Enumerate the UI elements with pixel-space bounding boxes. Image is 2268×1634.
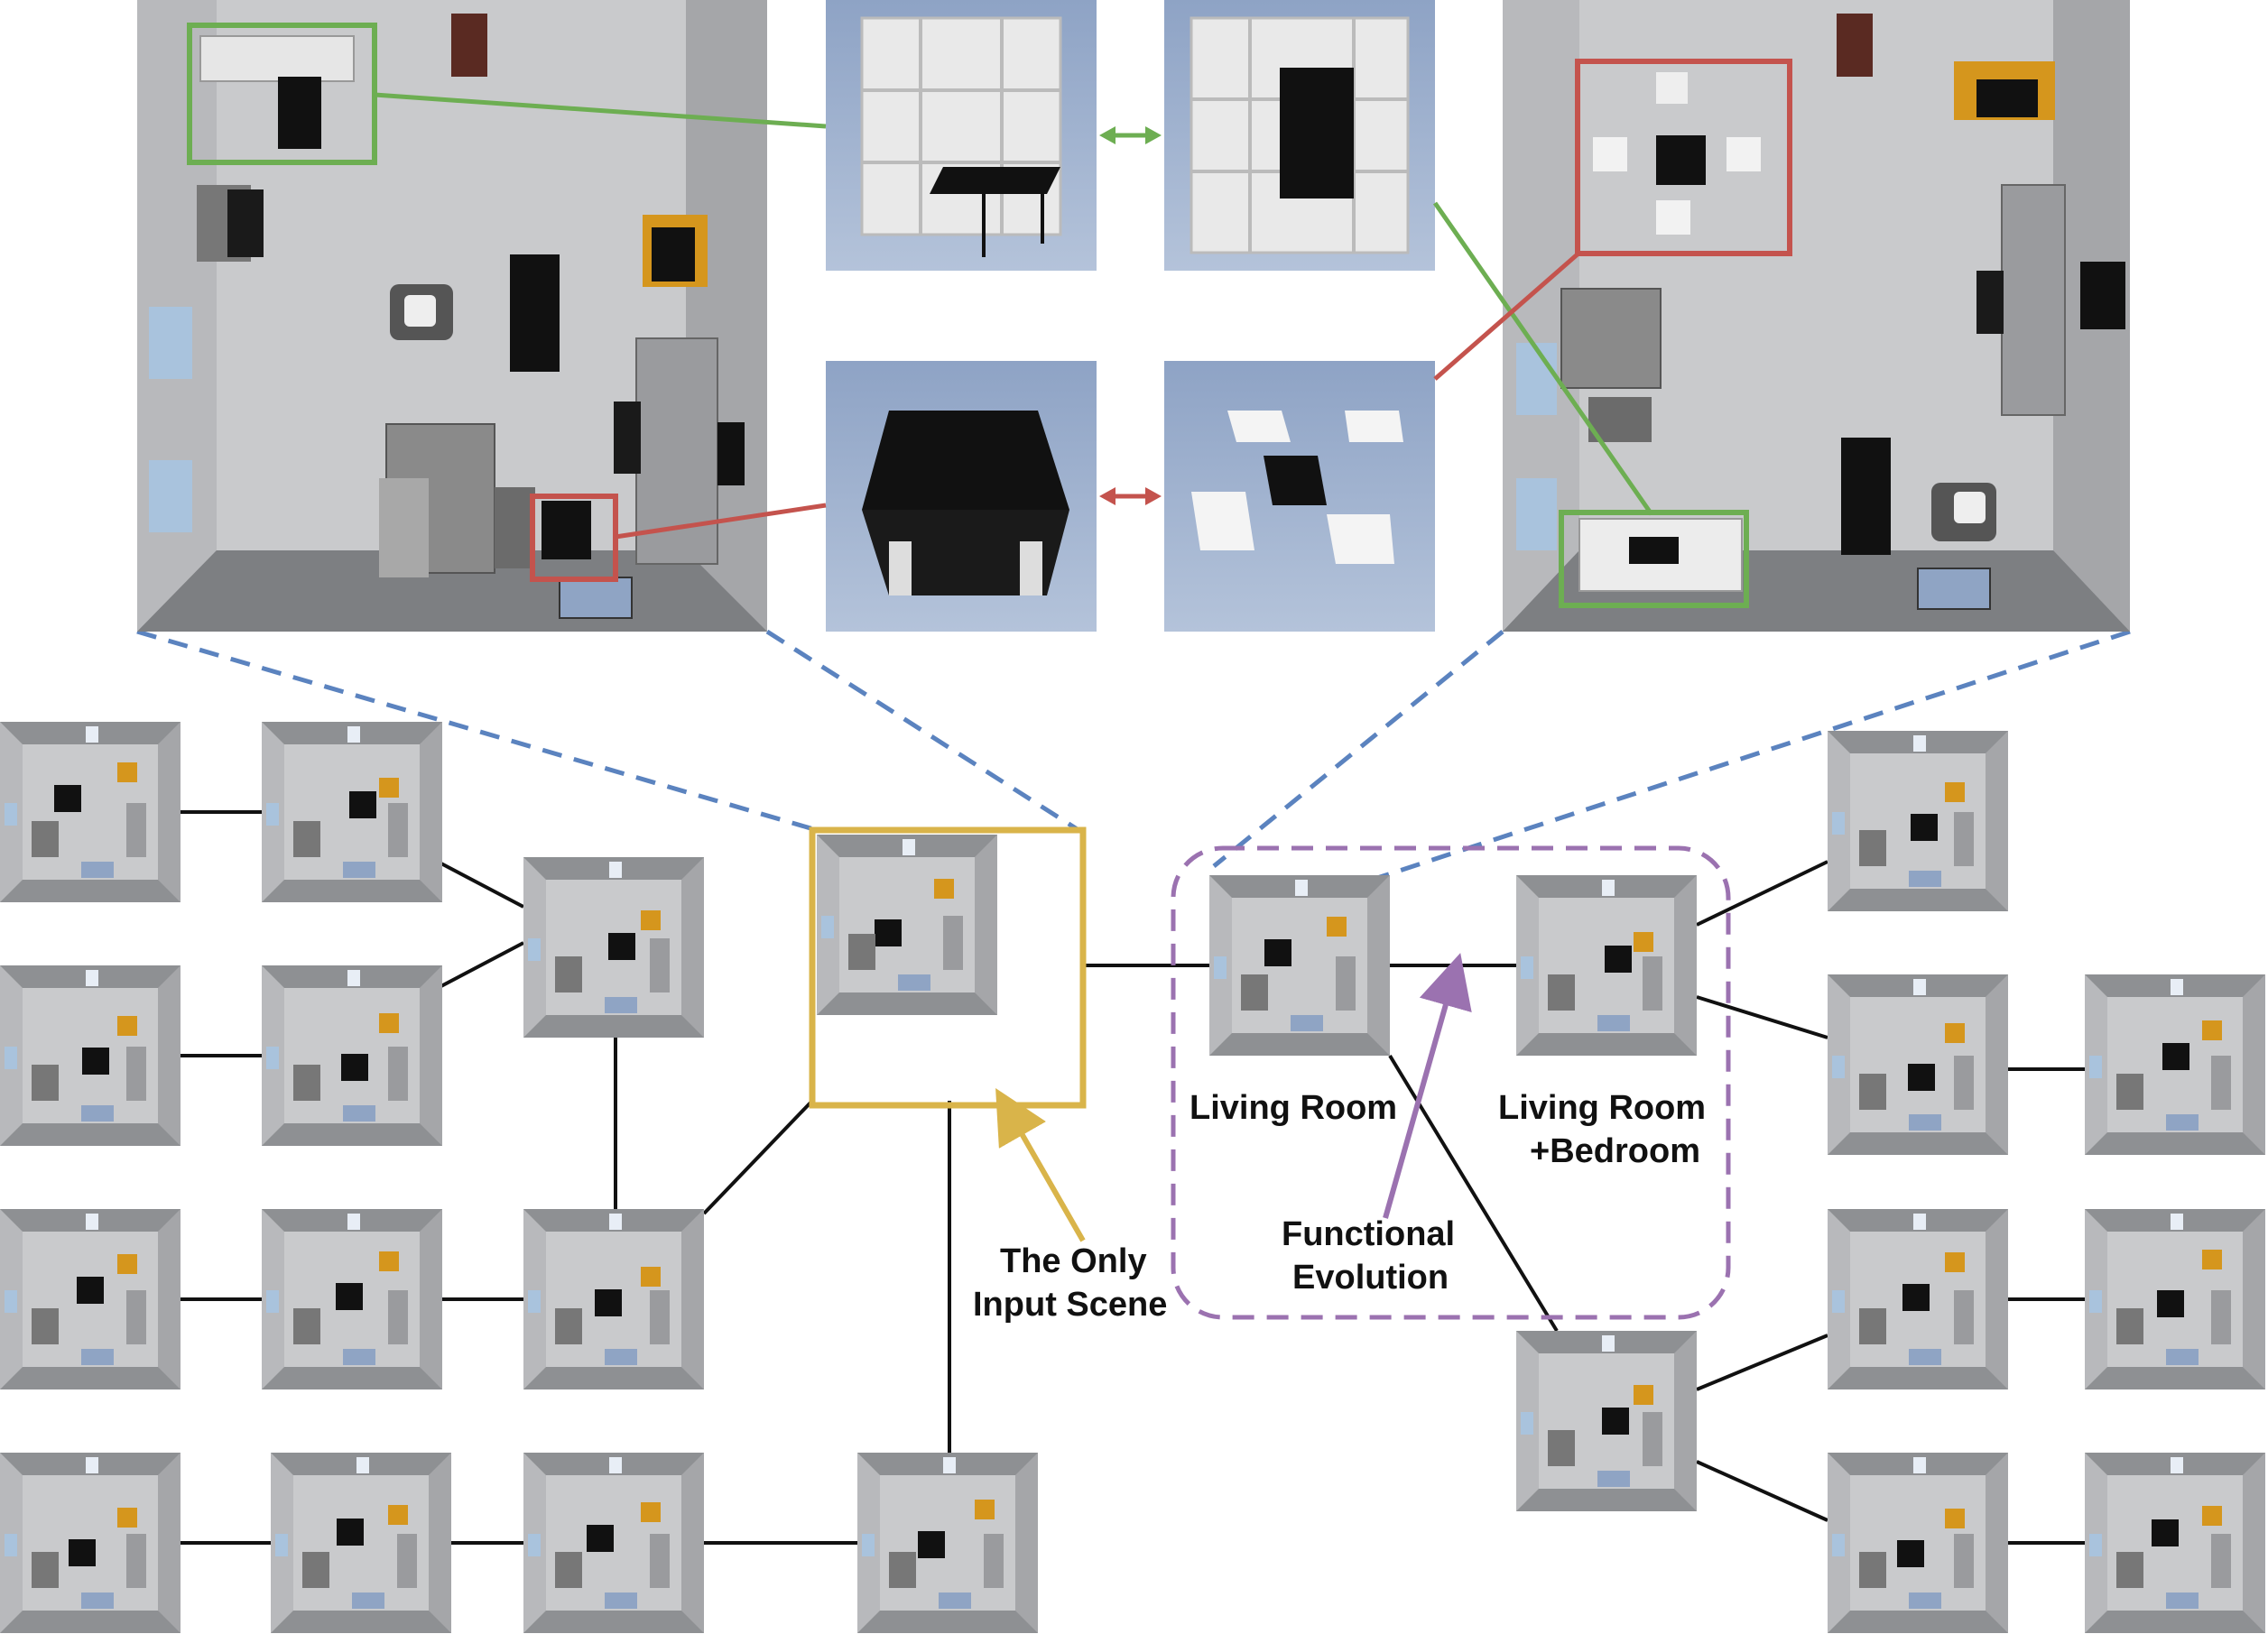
input-scene-highlight bbox=[809, 826, 1087, 1109]
label-functional-1: Functional bbox=[1282, 1215, 1455, 1253]
dining-set-object bbox=[1656, 72, 1688, 104]
scene-thumbnail bbox=[271, 1453, 451, 1633]
scene-thumbnail bbox=[1516, 1331, 1697, 1511]
scene-thumbnail bbox=[2085, 1453, 2265, 1633]
scene-thumbnail bbox=[1828, 1453, 2008, 1633]
functional-evolution-group bbox=[1171, 845, 1731, 1320]
green-highlight-box bbox=[187, 23, 377, 165]
scene-thumbnail bbox=[1828, 731, 2008, 911]
red-highlight-box bbox=[1575, 59, 1792, 256]
cabinet-object bbox=[510, 254, 560, 372]
wall-tv-object bbox=[717, 422, 745, 485]
scene-thumbnail bbox=[262, 1209, 442, 1389]
object-panels bbox=[826, 0, 1435, 632]
kitchen-counter-object bbox=[2001, 184, 2066, 416]
green-highlight-box bbox=[1559, 510, 1749, 608]
scene-thumbnail bbox=[1828, 1209, 2008, 1389]
scene-thumbnail bbox=[262, 965, 442, 1146]
scene-thumbnail bbox=[1209, 875, 1390, 1056]
label-living-room: Living Room bbox=[1190, 1089, 1397, 1127]
zoom-connector-lines bbox=[136, 629, 2131, 882]
evolution-arrow bbox=[1383, 953, 1472, 1219]
scene-thumbnail bbox=[817, 835, 997, 1015]
label-only-input-1: The Only bbox=[1000, 1242, 1147, 1280]
scene-thumbnail bbox=[857, 1453, 1038, 1633]
scene-thumbnail bbox=[1516, 875, 1697, 1056]
input-scene-enlarged bbox=[137, 0, 767, 632]
bookshelf-desk-object bbox=[199, 35, 355, 82]
scene-thumbnail bbox=[0, 1453, 181, 1633]
red-highlight-box bbox=[530, 494, 618, 582]
window-object bbox=[149, 307, 192, 379]
fridge-bed-object bbox=[1560, 288, 1662, 389]
scene-thumbnail bbox=[0, 1209, 181, 1389]
evolved-scene-enlarged bbox=[1503, 0, 2130, 632]
input-arrow bbox=[995, 1087, 1086, 1242]
label-living-room-bedroom-2: +Bedroom bbox=[1530, 1132, 1700, 1170]
scene-thumbnail bbox=[0, 722, 181, 902]
scene-thumbnail bbox=[0, 965, 181, 1146]
label-functional-2: Evolution bbox=[1292, 1259, 1449, 1297]
label-only-input-2: Input Scene bbox=[973, 1286, 1167, 1324]
scene-thumbnail bbox=[2085, 1209, 2265, 1389]
scene-thumbnails bbox=[0, 722, 2265, 1633]
match-connectors bbox=[374, 92, 1654, 540]
scene-graph-edges bbox=[179, 810, 2085, 1545]
scene-thumbnail bbox=[262, 722, 442, 902]
scene-thumbnail bbox=[523, 857, 704, 1038]
scene-thumbnail bbox=[523, 1453, 704, 1633]
scene-thumbnail bbox=[2085, 974, 2265, 1155]
label-living-room-bedroom-1: Living Room bbox=[1498, 1089, 1706, 1127]
scene-thumbnail bbox=[523, 1209, 704, 1389]
scene-thumbnail bbox=[1828, 974, 2008, 1155]
